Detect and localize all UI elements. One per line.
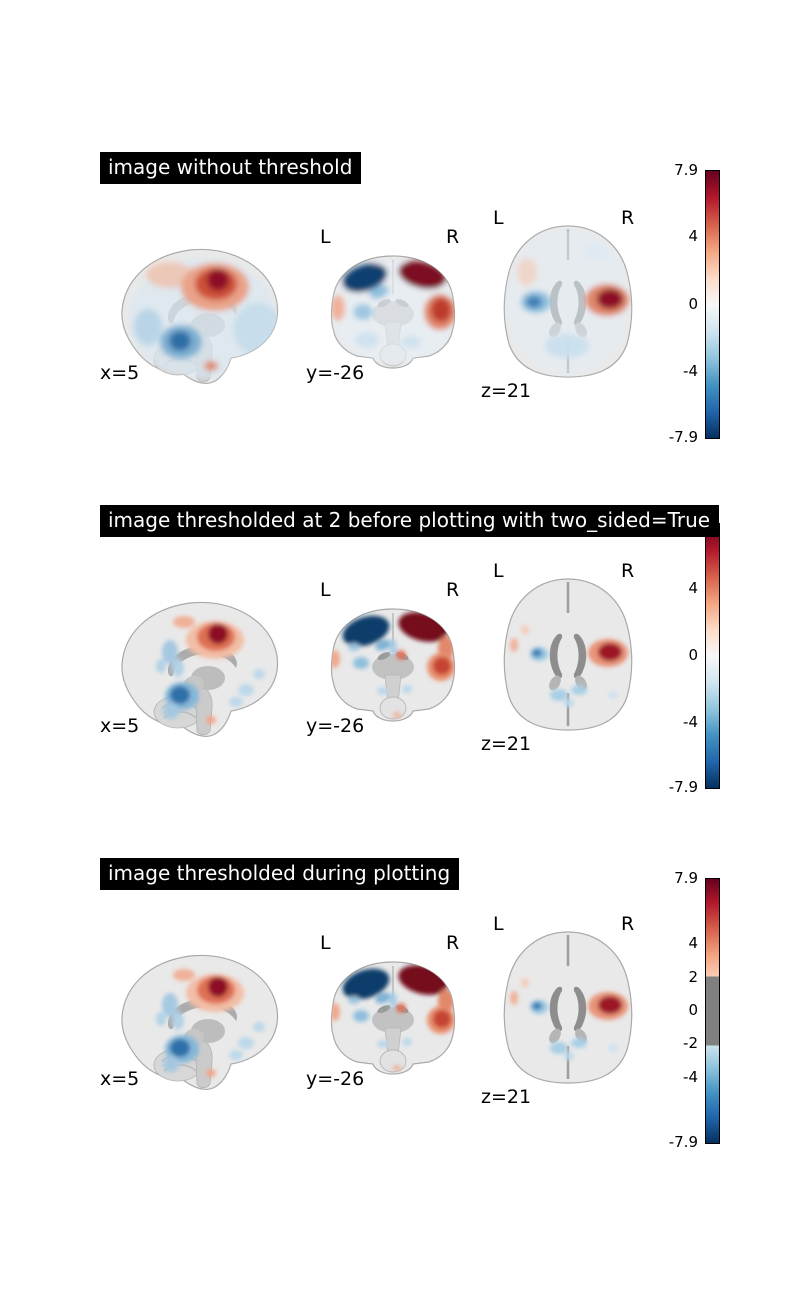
axial-left-label: L	[493, 560, 504, 582]
sagittal-cut-label: x=5	[100, 1068, 140, 1090]
colorbar-tick: -7.9	[668, 428, 698, 446]
sagittal-brain-slice	[118, 247, 280, 387]
colorbar-tick: -7.9	[668, 778, 698, 796]
axial-cut-label: z=21	[481, 380, 532, 402]
coronal-left-label: L	[320, 579, 331, 601]
colorbar-tick: 0	[688, 1001, 698, 1019]
coronal-right-label: R	[446, 579, 460, 601]
figure-panel-no-threshold: image without threshold L R L R x=5 y=-2…	[0, 150, 800, 460]
coronal-brain-slice	[327, 250, 459, 370]
axial-right-label: R	[621, 913, 635, 935]
sagittal-cut-label: x=5	[100, 715, 140, 737]
coronal-cut-label: y=-26	[306, 715, 365, 737]
axial-brain-slice	[497, 928, 639, 1086]
axial-cut-label: z=21	[481, 733, 532, 755]
figure-panel-thresholded-before: image thresholded at 2 before plotting w…	[0, 503, 800, 813]
axial-brain-slice	[497, 575, 639, 733]
colorbar-tick: 7.9	[674, 869, 698, 887]
figure-title: image without threshold	[100, 152, 362, 184]
colorbar-tick: -7.9	[668, 1133, 698, 1151]
figure-title: image thresholded at 2 before plotting w…	[100, 505, 720, 537]
coronal-left-label: L	[320, 226, 331, 248]
colorbar-tick: -4	[683, 713, 698, 731]
sagittal-cut-label: x=5	[100, 362, 140, 384]
colorbar-tick: 4	[688, 934, 698, 952]
coronal-cut-label: y=-26	[306, 1068, 365, 1090]
coronal-right-label: R	[446, 226, 460, 248]
colorbar-tick: 0	[688, 646, 698, 664]
coronal-cut-label: y=-26	[306, 362, 365, 384]
coronal-right-label: R	[446, 932, 460, 954]
colorbar-tick: 2	[688, 968, 698, 986]
colorbar-tick: 7.9	[674, 161, 698, 179]
colorbar	[705, 170, 720, 439]
coronal-brain-slice	[327, 603, 459, 723]
colorbar	[705, 878, 720, 1144]
colorbar-tick: 0	[688, 295, 698, 313]
sagittal-brain-slice	[118, 600, 280, 740]
colorbar-tick: -2	[683, 1034, 698, 1052]
sagittal-brain-slice	[118, 953, 280, 1093]
colorbar-tick: -4	[683, 1068, 698, 1086]
coronal-left-label: L	[320, 932, 331, 954]
figure-title: image thresholded during plotting	[100, 858, 460, 890]
axial-cut-label: z=21	[481, 1086, 532, 1108]
axial-brain-slice	[497, 222, 639, 380]
axial-left-label: L	[493, 207, 504, 229]
colorbar	[705, 523, 720, 789]
colorbar-tick: 4	[688, 227, 698, 245]
colorbar-tick: 4	[688, 579, 698, 597]
axial-left-label: L	[493, 913, 504, 935]
figure-panel-thresholded-during: image thresholded during plotting L R L …	[0, 856, 800, 1166]
axial-right-label: R	[621, 207, 635, 229]
axial-right-label: R	[621, 560, 635, 582]
coronal-brain-slice	[327, 956, 459, 1076]
colorbar-tick: -4	[683, 362, 698, 380]
